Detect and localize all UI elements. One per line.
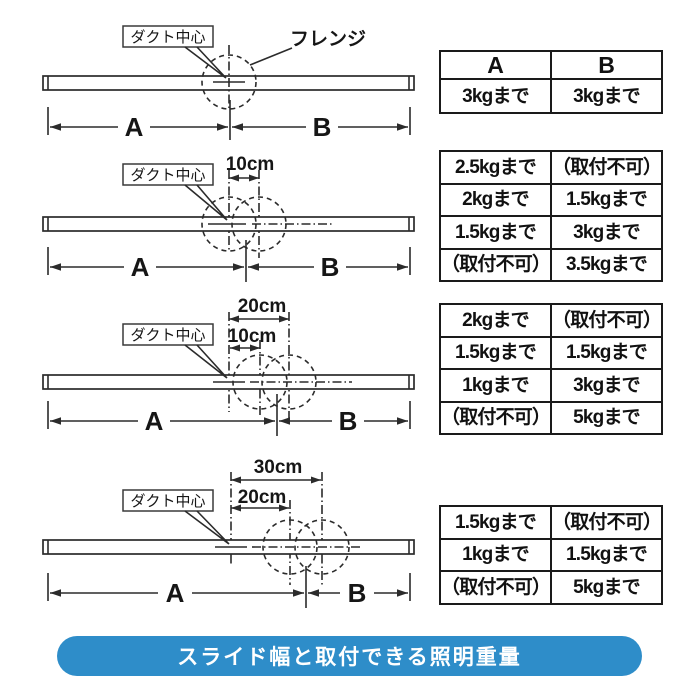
table-row: 2kgまで 1.5kgまで bbox=[439, 182, 663, 217]
offset-label: 20cm bbox=[238, 487, 287, 508]
duct-center-label: ダクト中心 bbox=[130, 493, 205, 510]
weight-cell: 3.5kgまで bbox=[550, 247, 663, 282]
flange-circle bbox=[201, 45, 257, 110]
flange-circles bbox=[213, 354, 352, 410]
dim-a-label: A bbox=[125, 112, 144, 142]
diagram-slide-30cm: 30cm 20cm ダクト中心 A bbox=[42, 457, 415, 608]
weight-cell: 5kgまで bbox=[550, 570, 663, 605]
duct-center-callout: ダクト中心 bbox=[122, 489, 230, 545]
table-row: （取付不可） 5kgまで bbox=[439, 570, 663, 605]
weight-cell: 5kgまで bbox=[550, 400, 663, 435]
weight-cell: 3kgまで bbox=[550, 78, 663, 114]
offset-label: 10cm bbox=[226, 154, 275, 175]
weight-cell: （取付不可） bbox=[550, 150, 663, 185]
flange-circles bbox=[201, 196, 334, 252]
weight-table-1: A B 3kgまで 3kgまで bbox=[439, 50, 663, 114]
duct-center-callout: ダクト中心 bbox=[122, 163, 228, 221]
offset-label: 20cm bbox=[238, 296, 287, 317]
dim-b-label: B bbox=[313, 112, 332, 142]
dim-b-label: B bbox=[321, 252, 340, 282]
weight-cell: 1kgまで bbox=[439, 537, 552, 572]
column-header-b: B bbox=[550, 50, 663, 80]
weight-table-2: 2.5kgまで （取付不可） 2kgまで 1.5kgまで 1.5kgまで 3kg… bbox=[439, 150, 663, 282]
weight-cell: 1.5kgまで bbox=[550, 335, 663, 370]
weight-cell: 1.5kgまで bbox=[550, 537, 663, 572]
flange-callout: フレンジ bbox=[249, 29, 366, 66]
weight-cell: （取付不可） bbox=[550, 505, 663, 540]
offset-label: 30cm bbox=[254, 457, 303, 478]
table-row: （取付不可） 5kgまで bbox=[439, 400, 663, 435]
diagram-slide-0cm: フレンジ ダクト中心 A B bbox=[42, 25, 415, 142]
weight-cell: 2kgまで bbox=[439, 303, 552, 338]
offset-label: 10cm bbox=[228, 326, 277, 347]
weight-cell: 1.5kgまで bbox=[439, 215, 552, 250]
diagram-slide-20cm: 20cm 10cm ダクト中心 A bbox=[42, 296, 415, 436]
weight-table-3: 2kgまで （取付不可） 1.5kgまで 1.5kgまで 1kgまで 3kgまで… bbox=[439, 303, 663, 435]
dim-a-label: A bbox=[131, 252, 150, 282]
duct-center-callout: ダクト中心 bbox=[122, 323, 228, 379]
weight-cell: （取付不可） bbox=[439, 247, 552, 282]
weight-cell: 2kgまで bbox=[439, 182, 552, 217]
table-row: 1kgまで 1.5kgまで bbox=[439, 537, 663, 572]
weight-cell: （取付不可） bbox=[439, 570, 552, 605]
table-row: 1.5kgまで 3kgまで bbox=[439, 215, 663, 250]
diagram-slide-10cm: 10cm ダクト中心 A B bbox=[42, 154, 415, 282]
duct-center-label: ダクト中心 bbox=[130, 167, 205, 184]
weight-cell: 3kgまで bbox=[550, 215, 663, 250]
weight-cell: 2.5kgまで bbox=[439, 150, 552, 185]
weight-table-4: 1.5kgまで （取付不可） 1kgまで 1.5kgまで （取付不可） 5kgま… bbox=[439, 505, 663, 605]
table-row: 3kgまで 3kgまで bbox=[439, 78, 663, 114]
column-header-a: A bbox=[439, 50, 552, 80]
dimension-a-b: A B bbox=[47, 100, 411, 142]
flange-label: フレンジ bbox=[290, 29, 366, 50]
flange-circles bbox=[215, 519, 360, 575]
weight-cell: （取付不可） bbox=[550, 303, 663, 338]
dim-b-label: B bbox=[348, 578, 367, 608]
dimension-a-b: A B bbox=[47, 394, 411, 436]
table-row: （取付不可） 3.5kgまで bbox=[439, 247, 663, 282]
table-row: 2.5kgまで （取付不可） bbox=[439, 150, 663, 185]
table-header-row: A B bbox=[439, 50, 663, 80]
duct-center-label: ダクト中心 bbox=[130, 327, 205, 344]
offset-dimension: 10cm bbox=[226, 154, 275, 258]
dimension-a-b: A B bbox=[47, 566, 411, 608]
weight-cell: 3kgまで bbox=[439, 78, 552, 114]
dim-b-label: B bbox=[339, 406, 358, 436]
table-row: 2kgまで （取付不可） bbox=[439, 303, 663, 338]
table-row: 1.5kgまで 1.5kgまで bbox=[439, 335, 663, 370]
caption-text: スライド幅と取付できる照明重量 bbox=[177, 646, 522, 669]
dim-a-label: A bbox=[145, 406, 164, 436]
weight-cell: 1.5kgまで bbox=[439, 335, 552, 370]
dimension-a-b: A B bbox=[47, 240, 411, 282]
caption-banner: スライド幅と取付できる照明重量 bbox=[57, 636, 642, 676]
weight-cell: 1.5kgまで bbox=[550, 182, 663, 217]
table-row: 1kgまで 3kgまで bbox=[439, 368, 663, 403]
weight-cell: 1.5kgまで bbox=[439, 505, 552, 540]
dim-a-label: A bbox=[166, 578, 185, 608]
offset-dimension: 30cm 20cm bbox=[230, 457, 323, 585]
duct-center-label: ダクト中心 bbox=[130, 29, 205, 46]
table-row: 1.5kgまで （取付不可） bbox=[439, 505, 663, 540]
weight-cell: 1kgまで bbox=[439, 368, 552, 403]
weight-cell: 3kgまで bbox=[550, 368, 663, 403]
duct-center-callout: ダクト中心 bbox=[122, 25, 227, 79]
weight-cell: （取付不可） bbox=[439, 400, 552, 435]
